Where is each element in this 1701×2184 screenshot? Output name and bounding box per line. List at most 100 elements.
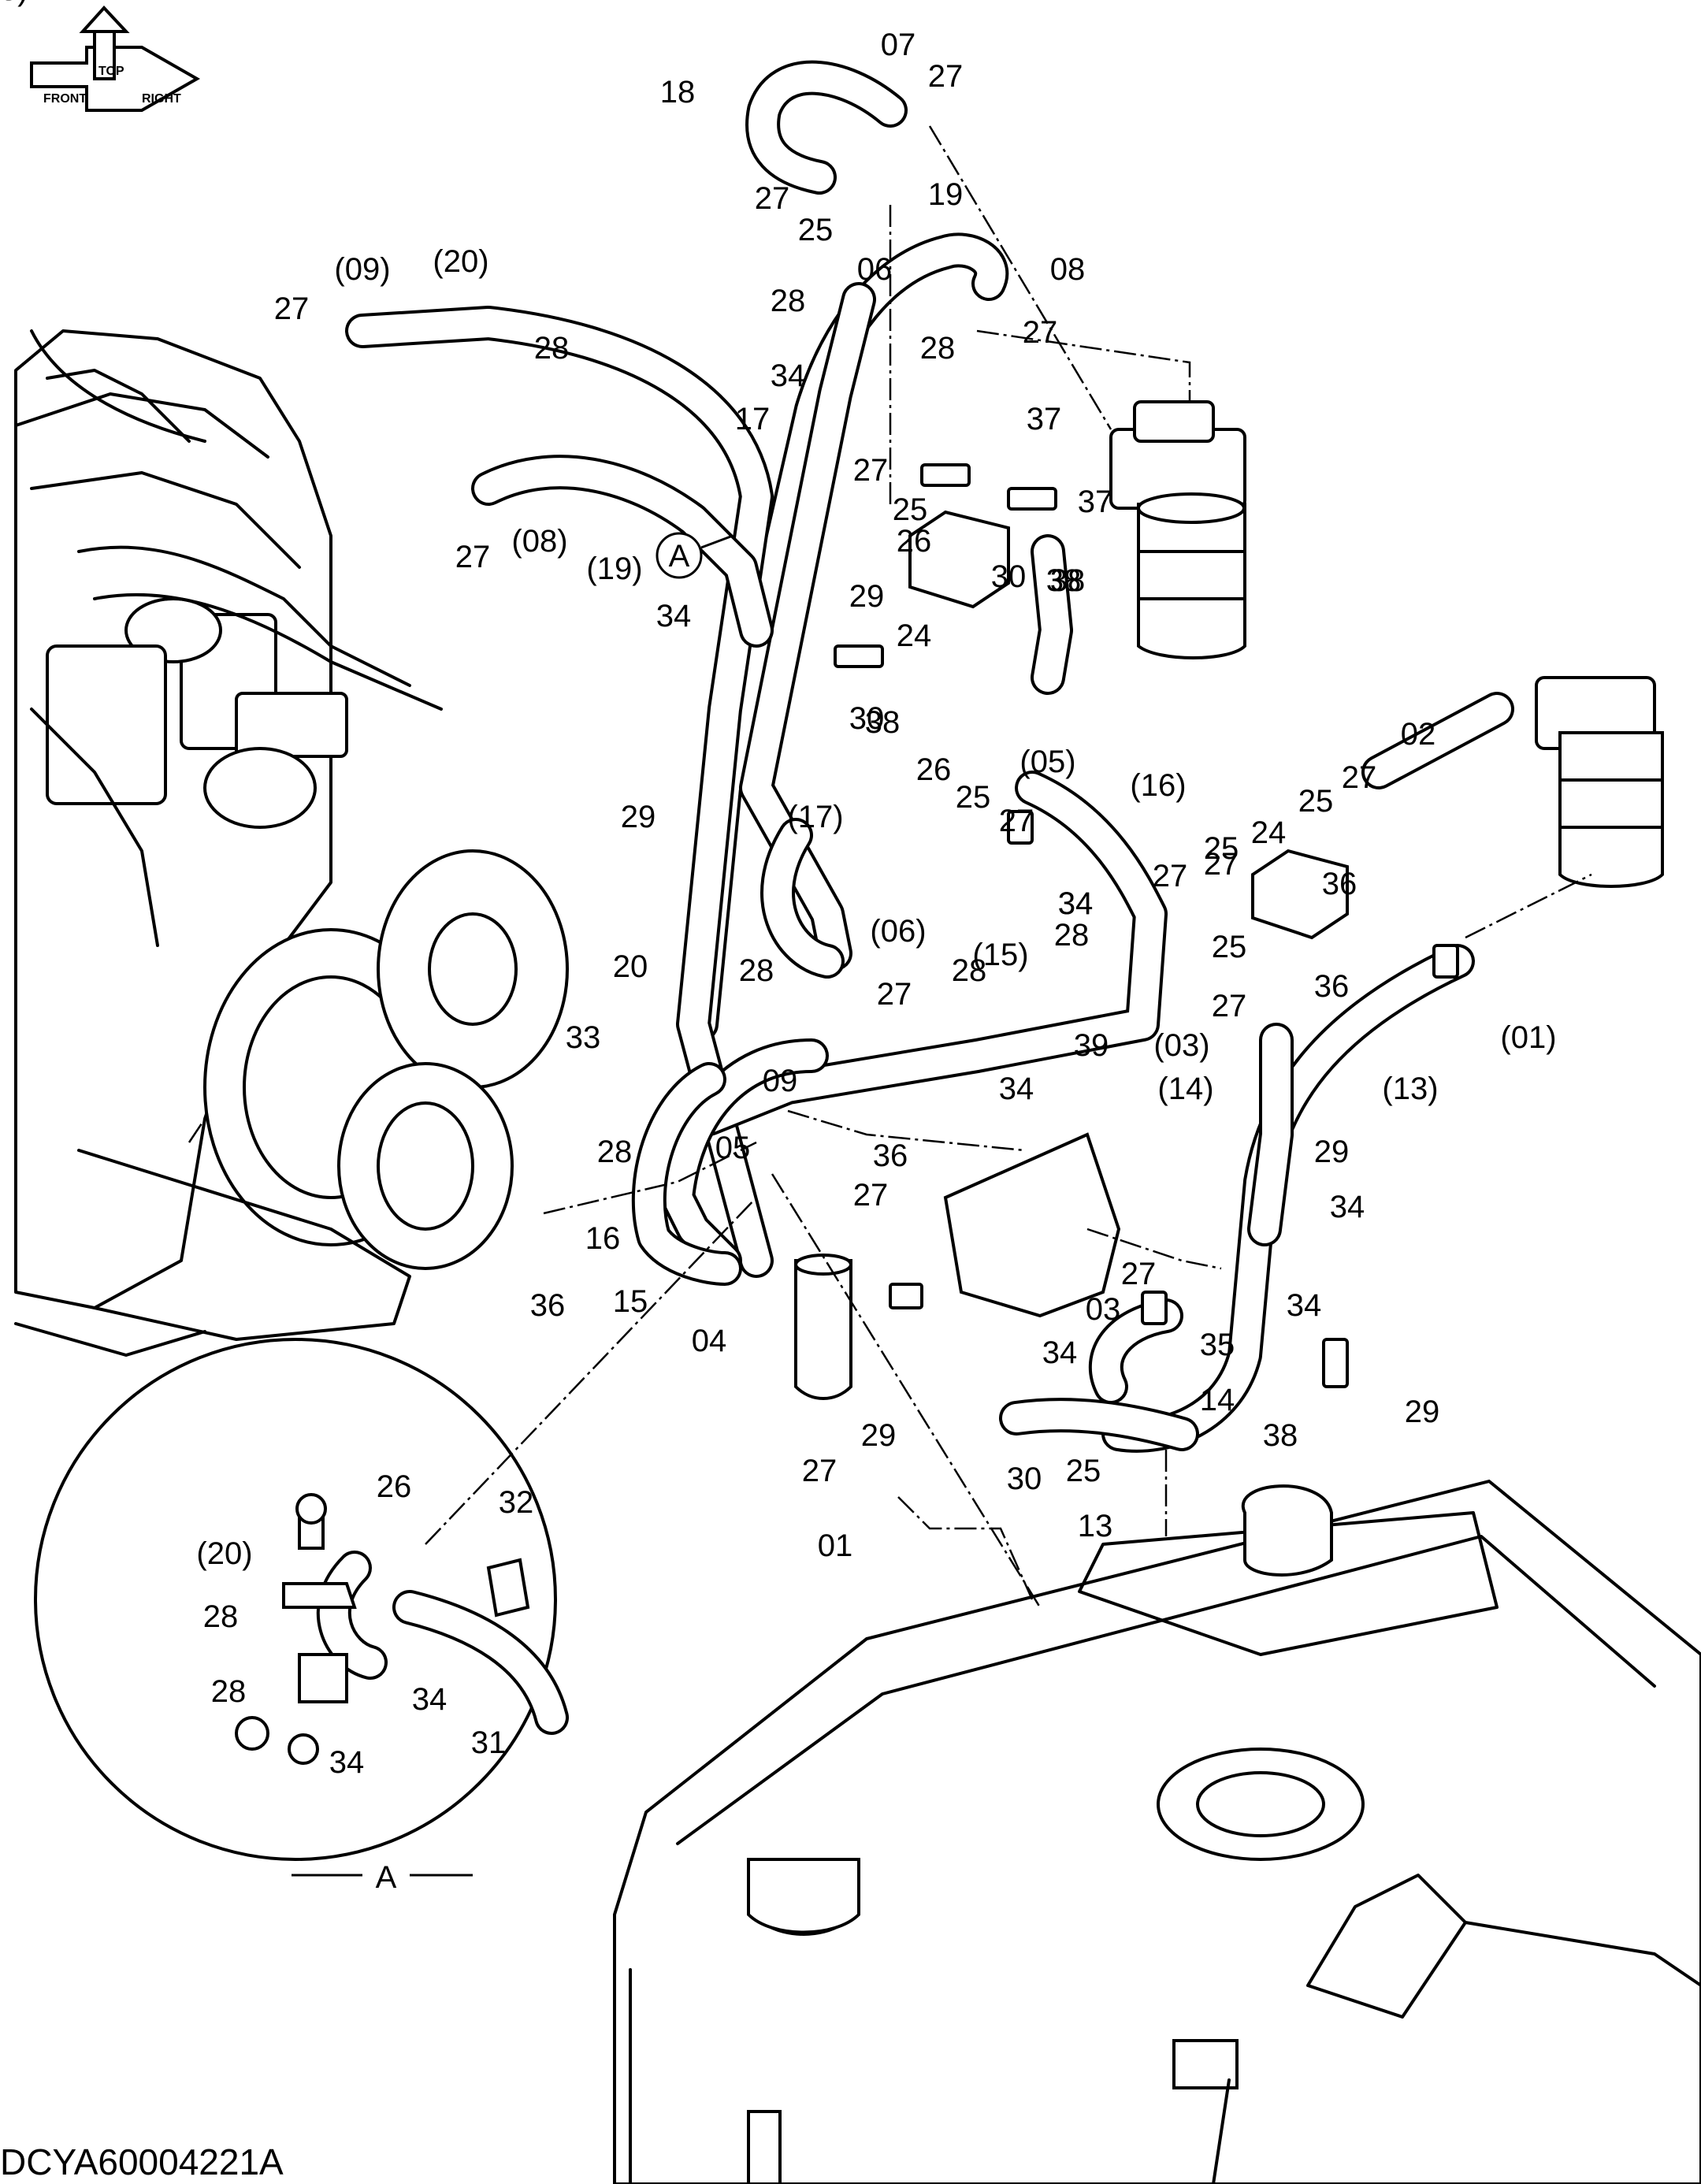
part-label-28: 30 [991, 559, 1027, 594]
part-label-20: 37 [1078, 485, 1113, 519]
callout-letter: A [669, 539, 690, 574]
part-label-35: 27 [999, 804, 1034, 838]
part-label-61: (03) [1153, 1028, 1209, 1063]
part-label-30: 24 [897, 618, 932, 653]
part-label-65: (14) [1157, 1072, 1213, 1106]
detail-callout: A [656, 532, 734, 579]
part-label-95: 28 [203, 1599, 239, 1634]
part-label-99: 34 [329, 1745, 365, 1780]
part-label-97: 28 [211, 1674, 247, 1709]
part-label-10: 28 [920, 331, 956, 366]
part-label-64: 09 [763, 1064, 798, 1098]
part-label-44: 25 [1298, 784, 1334, 819]
part-label-96: 34 [412, 1682, 448, 1717]
part-label-100: (19) [0, 0, 28, 7]
part-label-83: 14 [1200, 1383, 1235, 1417]
part-label-84: 29 [1405, 1395, 1440, 1429]
fuel-hoses [345, 60, 1514, 1453]
part-label-50: 28 [1054, 918, 1090, 953]
part-label-17: 37 [1027, 402, 1062, 436]
part-label-88: 30 [1007, 1462, 1042, 1496]
inline-components [794, 1132, 1121, 1400]
part-label-41: 27 [1204, 847, 1239, 882]
detail-letter: A [376, 1860, 397, 1895]
part-label-24: (08) [511, 524, 567, 559]
part-label-14: 27 [274, 292, 310, 326]
part-label-59: 27 [1212, 989, 1247, 1023]
part-label-23: 27 [455, 540, 491, 574]
part-label-62: (01) [1500, 1020, 1556, 1055]
part-label-56: 36 [1314, 969, 1350, 1004]
part-label-1: 27 [928, 59, 964, 94]
part-label-12: (09) [334, 252, 390, 287]
part-label-66: (13) [1382, 1072, 1438, 1106]
part-label-89: 25 [1066, 1454, 1101, 1488]
part-label-68: 28 [597, 1135, 633, 1169]
joint-blocks [834, 463, 1459, 1388]
part-label-0: 07 [881, 28, 916, 62]
part-label-101: 38 [0, 0, 17, 7]
part-label-3: 27 [755, 181, 790, 216]
part-label-6: 08 [1050, 252, 1086, 287]
part-label-4: 25 [798, 213, 834, 247]
part-label-18: 27 [853, 453, 889, 488]
part-label-87: 27 [802, 1454, 838, 1488]
part-label-9: 27 [1023, 315, 1058, 350]
part-label-93: 32 [499, 1485, 534, 1520]
part-label-32: 38 [865, 705, 901, 740]
orientation-indicator: FRONT TOP RIGHT [30, 6, 201, 112]
part-label-46: 25 [1204, 831, 1239, 866]
part-label-90: 01 [818, 1528, 853, 1563]
part-label-74: 16 [585, 1221, 621, 1256]
upper-fuel-filter [1109, 400, 1246, 659]
part-label-81: 35 [1200, 1328, 1235, 1362]
part-label-51: (06) [870, 914, 926, 949]
fuel-tank [613, 1479, 1701, 2184]
part-label-57: 20 [613, 949, 648, 984]
part-label-38: 34 [1058, 886, 1094, 921]
part-label-73: 34 [1330, 1190, 1365, 1224]
part-label-53: (15) [972, 938, 1028, 972]
part-label-11: 34 [771, 358, 806, 393]
part-label-27: 29 [849, 579, 885, 614]
part-label-33: 26 [916, 752, 952, 787]
detail-a [34, 1338, 569, 1861]
part-label-13: (20) [433, 244, 488, 279]
part-label-16: 17 [735, 402, 771, 436]
engine-assembly [14, 329, 569, 1357]
part-label-45: 27 [1342, 760, 1377, 795]
part-label-48: 27 [1153, 859, 1188, 893]
part-label-21: 26 [897, 524, 932, 559]
part-label-26: 34 [656, 599, 692, 633]
part-label-98: 31 [471, 1725, 507, 1760]
part-label-71: 29 [1314, 1135, 1350, 1169]
part-label-42: 02 [1401, 717, 1436, 752]
part-label-91: 13 [1078, 1509, 1113, 1543]
part-label-60: 39 [1074, 1028, 1109, 1063]
right-arrow-label: RIGHT [142, 92, 181, 106]
part-label-54: 28 [952, 953, 987, 988]
part-label-72: 27 [853, 1178, 889, 1213]
part-label-15: 28 [534, 331, 570, 366]
part-label-75: 15 [613, 1284, 648, 1319]
part-label-25: (19) [586, 552, 642, 586]
reference-lines [188, 125, 1592, 1608]
part-label-40: (17) [787, 800, 843, 834]
part-label-80: 34 [1287, 1288, 1322, 1323]
front-arrow-label: FRONT [43, 92, 87, 106]
part-label-92: 26 [377, 1469, 412, 1504]
part-label-94: (20) [196, 1536, 252, 1571]
part-label-19: 25 [893, 492, 928, 527]
part-label-36: (05) [1019, 745, 1075, 779]
part-label-69: 05 [715, 1131, 751, 1165]
part-label-43: 24 [1251, 815, 1287, 850]
top-arrow-label: TOP [98, 65, 124, 78]
part-label-82: 34 [1042, 1335, 1078, 1370]
part-label-7: 06 [857, 252, 893, 287]
part-label-55: 25 [1212, 930, 1247, 964]
part-label-31: 30 [849, 701, 885, 736]
part-label-63: 33 [566, 1020, 601, 1055]
part-label-67: 34 [999, 1072, 1034, 1106]
